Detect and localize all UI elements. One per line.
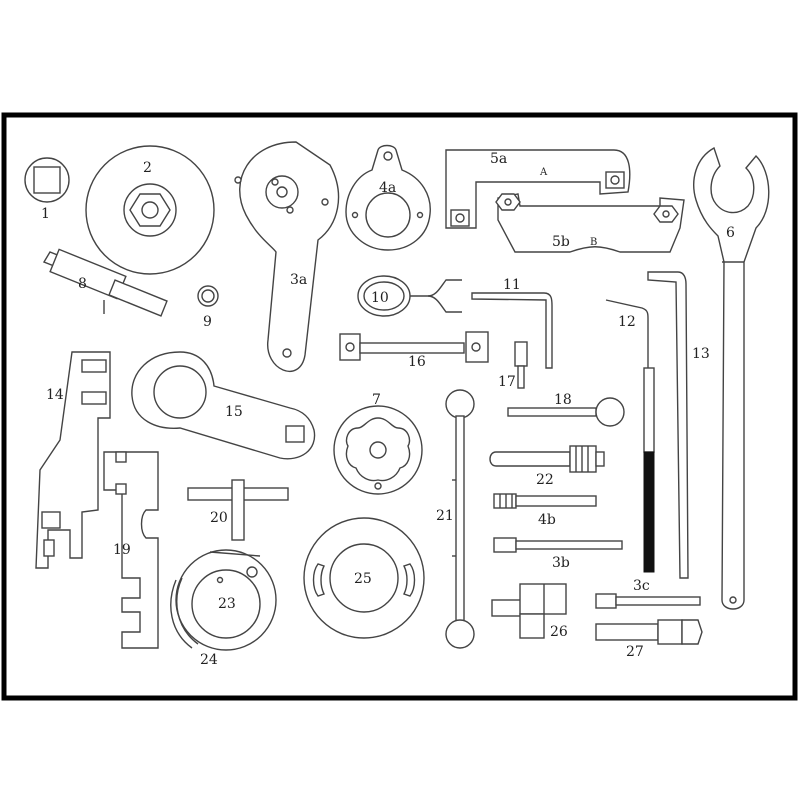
label-5b-mark: B bbox=[590, 237, 597, 248]
tool-2-disc-with-nut bbox=[85, 145, 215, 275]
tool-22-threaded-pin bbox=[489, 445, 605, 473]
label-3a: 3a bbox=[290, 272, 307, 288]
tool-3b-long-pin bbox=[493, 537, 623, 553]
tool-23-24-ring-holder bbox=[170, 549, 277, 651]
tool-19-notched-plate bbox=[103, 451, 159, 649]
label-13: 13 bbox=[692, 346, 710, 362]
label-7: 7 bbox=[372, 392, 381, 408]
tool-5a-bracket-a bbox=[445, 149, 631, 229]
tool-14-tall-bracket bbox=[35, 351, 111, 569]
label-6: 6 bbox=[726, 225, 735, 241]
label-16: 16 bbox=[408, 354, 426, 370]
label-5b: 5b bbox=[552, 234, 570, 250]
tool-15-ring-spanner bbox=[131, 351, 316, 460]
label-26: 26 bbox=[550, 624, 568, 640]
label-22: 22 bbox=[536, 472, 554, 488]
tool-21-ball-end-bar bbox=[445, 389, 475, 649]
tool-pin-small bbox=[595, 593, 701, 609]
tool-13-long-hex-key bbox=[647, 271, 689, 579]
label-4b: 4b bbox=[538, 512, 556, 528]
label-9: 9 bbox=[203, 314, 212, 330]
tool-3a-locking-plate bbox=[234, 141, 340, 373]
label-17: 17 bbox=[498, 374, 516, 390]
tool-3c-long-rod bbox=[643, 367, 655, 573]
tool-10-fork-tool bbox=[357, 275, 462, 317]
label-3b: 3b bbox=[552, 555, 570, 571]
tool-11-hex-key bbox=[471, 292, 553, 369]
label-4a: 4a bbox=[379, 180, 396, 196]
label-23: 23 bbox=[218, 596, 236, 612]
tool-4b-knurled-pin bbox=[493, 493, 597, 509]
tool-16-adjustable-bar bbox=[339, 331, 489, 363]
label-5a-mark: A bbox=[539, 167, 548, 178]
tool-26-offset-block bbox=[491, 583, 567, 639]
tool-6-pin-wrench bbox=[693, 146, 770, 610]
tool-5b-bracket-b bbox=[495, 193, 685, 253]
label-15: 15 bbox=[225, 404, 243, 420]
tool-17-small-pin bbox=[514, 341, 528, 389]
tool-27-large-pin bbox=[595, 619, 703, 645]
label-1: 1 bbox=[41, 206, 50, 222]
label-24: 24 bbox=[200, 652, 218, 668]
label-3c: 3c bbox=[633, 578, 650, 594]
label-10: 10 bbox=[371, 290, 389, 306]
tool-25-round-plate bbox=[303, 517, 425, 639]
label-18: 18 bbox=[554, 392, 572, 408]
label-12: 12 bbox=[618, 314, 636, 330]
label-8: 8 bbox=[78, 276, 87, 292]
tool-20-t-handle bbox=[187, 479, 289, 541]
tool-18-disc-pin bbox=[507, 397, 625, 427]
tool-7-cam-sprocket-holder bbox=[333, 405, 423, 495]
tool-1-square-socket bbox=[24, 157, 70, 203]
label-27: 27 bbox=[626, 644, 644, 660]
label-2: 2 bbox=[143, 160, 152, 176]
tool-8-locking-pin bbox=[42, 248, 168, 317]
label-21: 21 bbox=[436, 508, 454, 524]
label-11: 11 bbox=[503, 277, 521, 293]
label-5a: 5a bbox=[490, 151, 507, 167]
label-25: 25 bbox=[354, 571, 372, 587]
tool-12-small-hex-key bbox=[605, 299, 649, 370]
label-19: 19 bbox=[113, 542, 131, 558]
tool-9-washer bbox=[197, 285, 219, 307]
label-20: 20 bbox=[210, 510, 228, 526]
label-14: 14 bbox=[46, 387, 64, 403]
tool-4a-ring-bracket bbox=[345, 144, 431, 251]
